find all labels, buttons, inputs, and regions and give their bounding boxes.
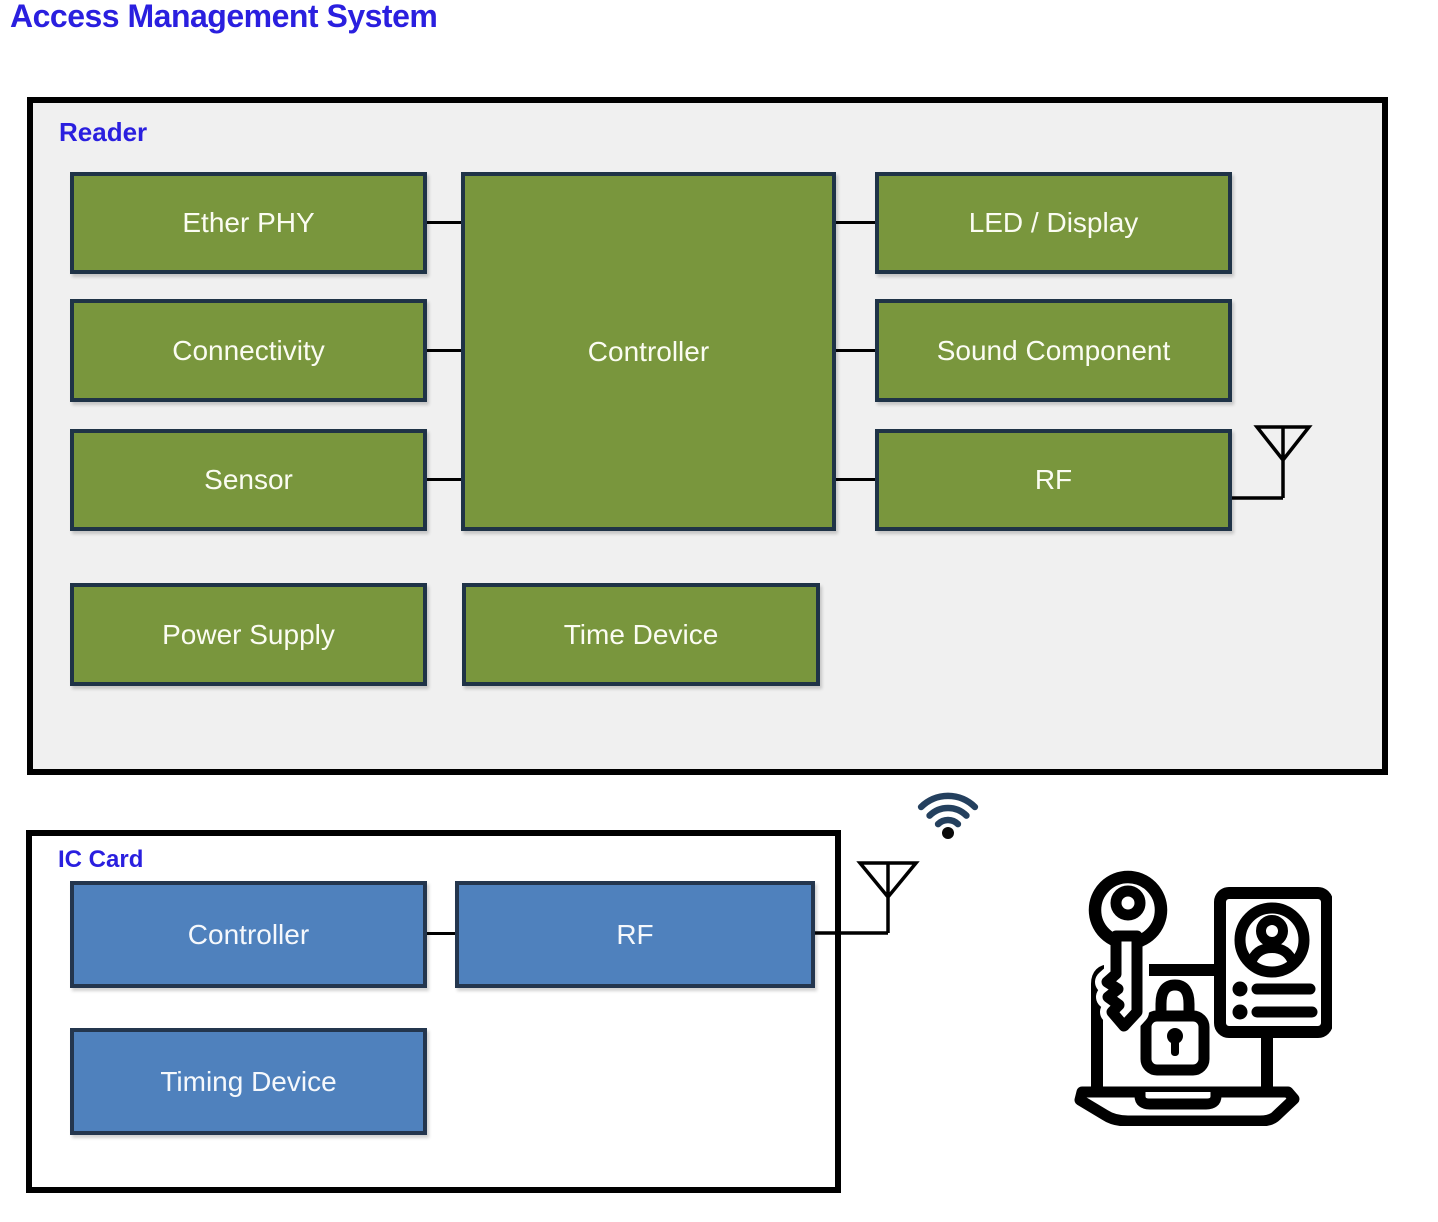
connector-ether-controller	[427, 221, 461, 224]
connector-controller-rf	[836, 478, 875, 481]
connector-sensor-controller	[427, 478, 461, 481]
block-connectivity: Connectivity	[70, 299, 427, 402]
antenna-icon	[1232, 425, 1313, 500]
ic-block-controller: Controller	[70, 881, 427, 988]
block-sound-component: Sound Component	[875, 299, 1232, 402]
block-led-display: LED / Display	[875, 172, 1232, 274]
block-power-supply: Power Supply	[70, 583, 427, 686]
ic-block-rf: RF	[455, 881, 815, 988]
wifi-icon	[917, 792, 979, 839]
connector-controller-sound	[836, 349, 875, 352]
connector-controller-led	[836, 221, 875, 224]
key-laptop-lock-idcard-illustration	[1074, 866, 1332, 1126]
connector-ic-controller-rf	[427, 932, 455, 935]
ic-block-timing-device: Timing Device	[70, 1028, 427, 1135]
connector-connectivity-controller	[427, 349, 461, 352]
reader-panel-label: Reader	[59, 117, 148, 147]
block-controller: Controller	[461, 172, 836, 531]
block-time-device: Time Device	[462, 583, 820, 686]
ic-card-panel-label: IC Card	[58, 846, 144, 873]
block-sensor: Sensor	[70, 429, 427, 531]
page-title: Access Management System	[10, 0, 438, 34]
block-ether-phy: Ether PHY	[70, 172, 427, 274]
antenna-icon	[815, 861, 920, 935]
block-rf: RF	[875, 429, 1232, 531]
